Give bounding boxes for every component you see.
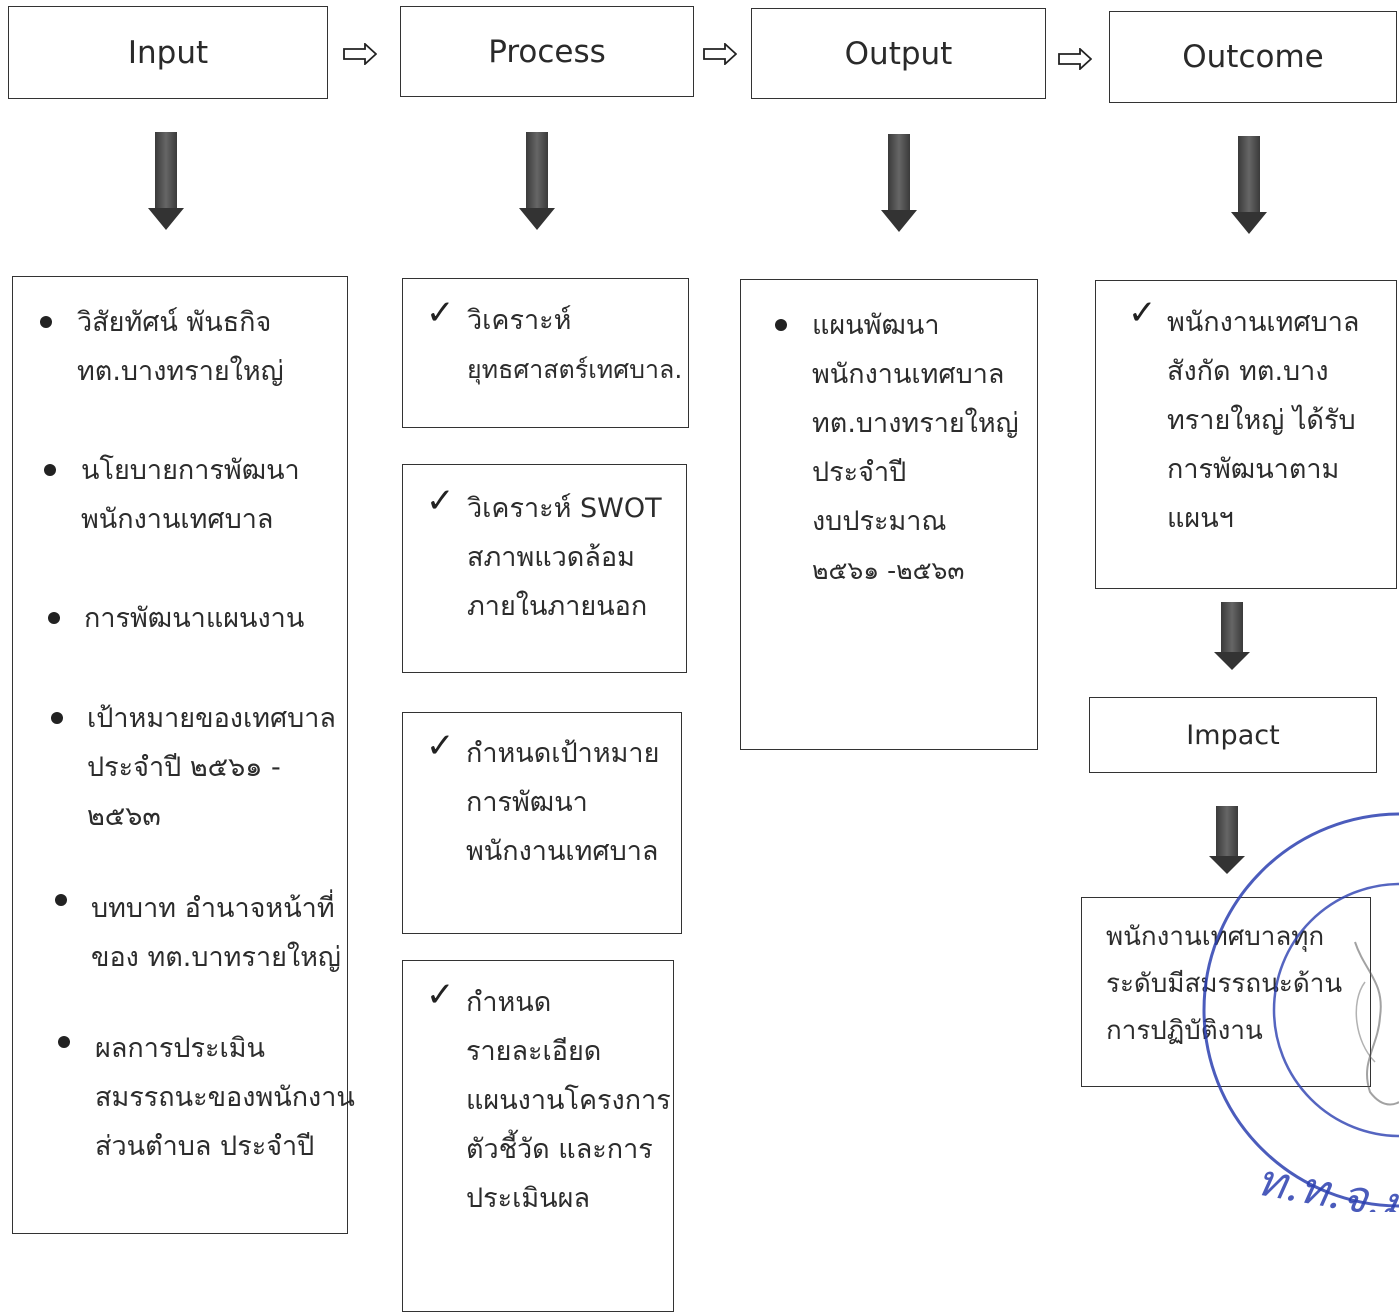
- bullet-icon: [48, 612, 60, 624]
- bullet-icon: [775, 319, 787, 331]
- input-item: นโยบายการพัฒนาพนักงานเทศบาล: [81, 455, 300, 535]
- down-arrow-icon: [519, 132, 555, 230]
- input-item: การพัฒนาแผนงาน: [84, 603, 305, 634]
- process-box: [402, 712, 682, 934]
- official-stamp: ท.ท.จ.ม: [1202, 812, 1399, 1212]
- check-icon: ✓: [1128, 293, 1157, 333]
- outcome-item: พนักงานเทศบาลสังกัด ทต.บางทรายใหญ่ ได้รั…: [1167, 307, 1360, 534]
- output-item: แผนพัฒนาพนักงานเทศบาลทต.บางทรายใหญ่ประจำ…: [812, 310, 1019, 585]
- process-item: กำหนดรายละเอียดแผนงานโครงการตัวชี้วัด แล…: [466, 987, 671, 1214]
- check-icon: ✓: [426, 975, 455, 1015]
- input-content-box: [12, 276, 348, 1234]
- impact-content-box: [1081, 897, 1371, 1087]
- bullet-icon: [51, 712, 63, 724]
- check-icon: ✓: [426, 481, 455, 521]
- down-arrow-icon: [1231, 136, 1267, 234]
- input-item: เป้าหมายของเทศบาลประจำปี ๒๕๖๑ -๒๕๖๓: [87, 703, 336, 832]
- stamp-text: ท.ท.จ.ม: [1253, 1155, 1399, 1212]
- impact-header: Impact: [1089, 697, 1377, 773]
- process-box: [402, 464, 687, 673]
- input-item: ผลการประเมินสมรรถนะของพนักงานส่วนตำบล ปร…: [95, 1033, 355, 1162]
- input-item: บทบาท อำนาจหน้าที่ของ ทต.บาทรายใหญ่: [91, 893, 341, 973]
- check-icon: ✓: [426, 726, 455, 766]
- right-arrow-icon: [703, 43, 737, 65]
- input-item: วิสัยทัศน์ พันธกิจทต.บางทรายใหญ่: [77, 307, 284, 387]
- down-arrow-icon: [148, 132, 184, 230]
- down-arrow-icon: [1209, 806, 1245, 874]
- input-header: Input: [8, 6, 328, 99]
- bullet-icon: [40, 316, 52, 328]
- bullet-icon: [58, 1036, 70, 1048]
- down-arrow-icon: [881, 134, 917, 232]
- process-box: [402, 960, 674, 1312]
- process-item: กำหนดเป้าหมายการพัฒนาพนักงานเทศบาล: [466, 738, 660, 867]
- right-arrow-icon: [343, 43, 377, 65]
- right-arrow-icon: [1058, 48, 1092, 70]
- down-arrow-icon: [1214, 602, 1250, 670]
- process-box: [402, 278, 689, 428]
- bullet-icon: [44, 464, 56, 476]
- outcome-header: Outcome: [1109, 11, 1397, 103]
- check-icon: ✓: [426, 293, 455, 333]
- output-header: Output: [751, 8, 1046, 99]
- process-header: Process: [400, 6, 694, 97]
- bullet-icon: [55, 894, 67, 906]
- output-content-box: [740, 279, 1038, 750]
- outcome-content-box: [1095, 280, 1397, 589]
- process-item: วิเคราะห์ยุทธศาสตร์เทศบาล.: [467, 305, 683, 384]
